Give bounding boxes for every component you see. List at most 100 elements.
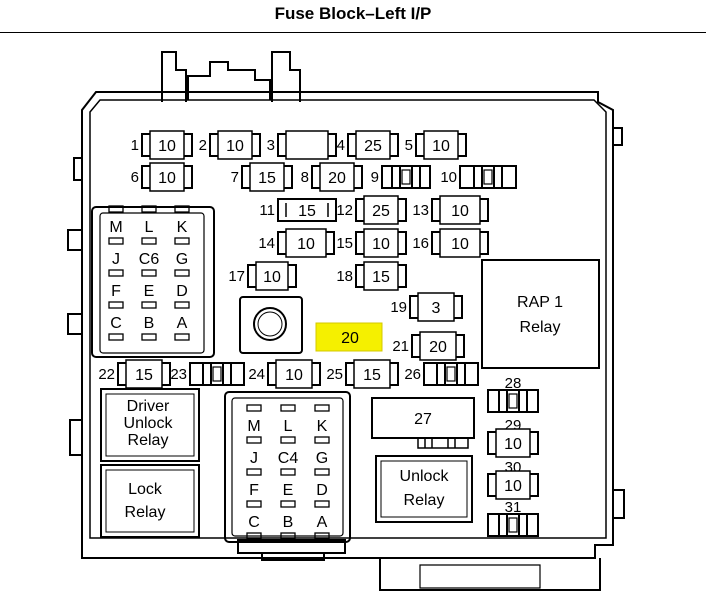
c4-pin-socket [314, 532, 330, 540]
fuse-7-number: 7 [231, 169, 239, 186]
fuse-7-blade [249, 162, 285, 192]
fuse-23-slot [189, 362, 245, 386]
fuse-5-blade [423, 130, 459, 160]
diagram-title: Fuse Block–Left I/P [274, 4, 432, 23]
fuse-24-rating: 10 [285, 367, 303, 384]
fuse-16-blade [439, 228, 481, 258]
fuse-31-number: 31 [505, 499, 522, 516]
unlock-relay [375, 455, 473, 523]
title-rule [0, 32, 706, 33]
c6-pin-C6: C6 [139, 251, 160, 268]
rap-relay-label-1: RAP 1 [517, 294, 563, 311]
fuse-14-number: 14 [258, 235, 275, 252]
fuse-25-rating: 15 [363, 367, 381, 384]
fuse-15-number: 15 [336, 235, 353, 252]
fuse-17-blade [255, 261, 289, 291]
fuse-31: 31 [487, 499, 539, 537]
c4-pin-J: J [250, 450, 258, 467]
fuse-11-slot [277, 198, 337, 222]
fuse-23-number: 23 [170, 366, 187, 383]
c6-pin-M: M [109, 219, 122, 236]
fuse-26-slot [423, 362, 479, 386]
fuse-21-number: 21 [392, 338, 409, 355]
fuse-24-number: 24 [248, 366, 265, 383]
fuse-22-number: 22 [98, 366, 115, 383]
c6-pin-socket [141, 237, 157, 245]
c6-pin-K: K [177, 219, 188, 236]
fuse-29-blade [495, 428, 531, 458]
c6-pin-socket [141, 301, 157, 309]
fuse-2-blade [217, 130, 253, 160]
c6-pin-E: E [144, 283, 155, 300]
fuse-24-blade [275, 359, 313, 389]
fuse-21-blade [419, 331, 457, 361]
fuse-29-rating: 10 [504, 436, 522, 453]
c6-pin-C: C [110, 315, 122, 332]
fuse-9-slot [381, 165, 431, 189]
driver-unlock-label-3: Relay [128, 432, 169, 449]
fuse-21-rating: 20 [429, 339, 447, 356]
fuse-25-number: 25 [326, 366, 343, 383]
fuse-24: 24 10 [248, 359, 321, 389]
rap-relay [481, 259, 600, 369]
c4-pin-socket [280, 404, 296, 412]
c4-pin-socket [280, 436, 296, 444]
fuse-13-rating: 10 [451, 203, 469, 220]
fuse-26: 26 [404, 362, 479, 386]
c6-pin-socket [108, 301, 124, 309]
fuse-8-blade [319, 162, 355, 192]
c6-pin-L: L [145, 219, 154, 236]
fuse-4-number: 4 [337, 137, 345, 154]
c4-pin-C4: C4 [278, 450, 299, 467]
c4-pin-socket [314, 436, 330, 444]
c6-pin-socket [174, 237, 190, 245]
fuse-3-number: 3 [267, 137, 275, 154]
c6-pin-socket [141, 205, 157, 213]
c6-pin-G: G [176, 251, 188, 268]
fuse-15-rating: 10 [372, 236, 390, 253]
fuse-23: 23 [170, 362, 245, 386]
connector-c4 [224, 391, 351, 543]
driver-unlock-label-1: Driver [127, 398, 170, 415]
c4-pin-G: G [316, 450, 328, 467]
c6-pin-A: A [177, 315, 188, 332]
fuse-16-rating: 10 [451, 236, 469, 253]
c4-pin-socket [280, 468, 296, 476]
fuse-10-slot [459, 165, 517, 189]
socket-housing [239, 296, 303, 354]
fuse-6-blade [149, 162, 185, 192]
c6-pin-J: J [112, 251, 120, 268]
c6-pin-socket [108, 333, 124, 341]
fuse-18-rating: 15 [372, 269, 390, 286]
fuse-6-rating: 10 [158, 170, 176, 187]
c6-pin-D: D [176, 283, 188, 300]
fuse-9-number: 9 [371, 169, 379, 186]
c4-pin-M: M [247, 418, 260, 435]
c4-pin-E: E [283, 482, 294, 499]
fuse-7-rating: 15 [258, 170, 276, 187]
fuse-31-slot [487, 513, 539, 537]
housing-outline [81, 91, 614, 559]
c6-pin-socket [108, 205, 124, 213]
c4-pin-socket [246, 532, 262, 540]
c6-pin-socket [174, 205, 190, 213]
fuse-3-blade [285, 130, 329, 160]
c6-pin-socket [174, 269, 190, 277]
fuse-4-blade [355, 130, 391, 160]
connector-c6 [91, 206, 215, 358]
fuse-22-blade [125, 359, 163, 389]
fuse-19-blade [417, 292, 455, 322]
fuse-8-number: 8 [301, 169, 309, 186]
c4-pin-F: F [249, 482, 259, 499]
fuse-4-rating: 25 [364, 138, 382, 155]
round-socket [253, 307, 287, 341]
